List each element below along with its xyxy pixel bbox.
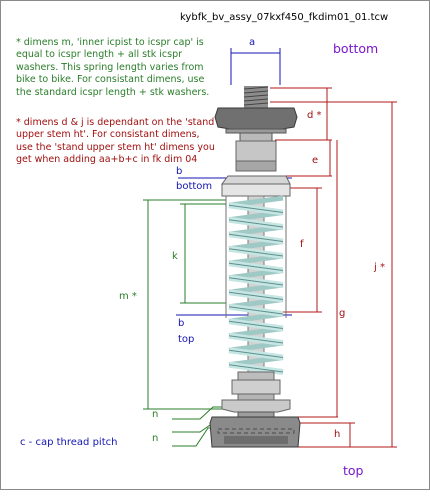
dim-a-line (230, 48, 281, 85)
label-b-lower: b (178, 318, 185, 329)
label-m: m * (119, 291, 137, 302)
spring-coil-edge (228, 364, 284, 373)
spring-coil-edge (228, 277, 284, 286)
spring (228, 195, 284, 375)
label-a: a (249, 37, 256, 48)
dim-red-lines (270, 87, 397, 448)
label-n-1: n (152, 409, 159, 420)
top-cap (214, 107, 298, 134)
label-h: h (334, 429, 341, 440)
lower-collar (231, 371, 281, 401)
label-d: d * (307, 110, 322, 121)
spring-coil-edge (228, 349, 284, 358)
spring-housing (225, 196, 287, 318)
label-b-upper: b (176, 166, 183, 177)
stem-collar (235, 132, 277, 172)
spring-coil-edge (228, 262, 284, 271)
spring-coil-edge (228, 320, 284, 329)
label-j: j * (374, 262, 385, 273)
orientation-top: top (343, 463, 364, 478)
file-name: kybfk_bv_assy_07kxf450_fkdim01_01.tcw (180, 12, 389, 23)
upper-seat (221, 175, 291, 197)
label-f: f (300, 239, 304, 250)
note-dimens-m: * dimens m, 'inner icpist to icspr cap' … (16, 37, 210, 98)
label-b-upper-sub: bottom (176, 181, 213, 192)
rod-thread (243, 86, 269, 108)
spring-coil-edge (228, 204, 284, 213)
lower-seat (221, 399, 291, 418)
spring-coil-edge (228, 335, 284, 344)
label-e: e (312, 155, 319, 166)
label-n-2: n (152, 433, 159, 444)
spring-coil-edge (228, 291, 284, 300)
label-g: g (339, 308, 346, 319)
spring-coil-edge (228, 248, 284, 257)
label-k: k (172, 251, 178, 262)
spring-coil-edge (228, 306, 284, 315)
note-cap-thread: c - cap thread pitch (20, 437, 118, 448)
orientation-bottom: bottom (333, 41, 379, 56)
spring-coil-edge (228, 219, 284, 228)
spring-coil-edge (228, 233, 284, 242)
label-b-lower-sub: top (178, 334, 195, 345)
bottom-cap (209, 416, 301, 448)
note-dimens-d-j: * dimens d & j is dependant on the 'stan… (16, 117, 215, 166)
